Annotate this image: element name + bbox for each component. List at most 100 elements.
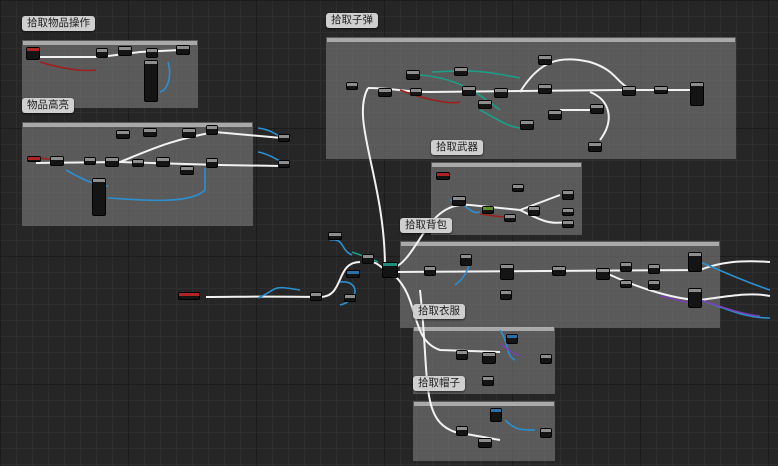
function-node[interactable]	[562, 220, 574, 228]
function-node[interactable]	[538, 84, 552, 94]
reroute-node[interactable]	[278, 160, 290, 168]
function-node[interactable]	[456, 426, 468, 436]
variable-node[interactable]	[346, 270, 360, 278]
function-node[interactable]	[482, 352, 496, 364]
function-node[interactable]	[504, 214, 516, 222]
comment-header-bar	[414, 402, 554, 406]
event-node[interactable]	[26, 47, 40, 60]
function-node[interactable]	[500, 290, 512, 300]
object-wire	[504, 419, 536, 431]
function-node[interactable]	[690, 82, 704, 106]
function-node[interactable]	[562, 190, 574, 200]
function-node[interactable]	[84, 157, 96, 165]
object-wire	[107, 168, 206, 202]
exec-wire	[519, 58, 629, 93]
function-node[interactable]	[540, 428, 552, 438]
function-node[interactable]	[548, 110, 562, 120]
function-node[interactable]	[494, 88, 508, 98]
exec-wire	[394, 275, 501, 353]
function-node[interactable]	[482, 206, 494, 214]
function-node[interactable]	[482, 376, 494, 386]
function-node[interactable]	[540, 354, 552, 364]
comment-box-pickup-ammo[interactable]	[326, 37, 736, 159]
exec-wire	[36, 49, 181, 58]
function-node[interactable]	[552, 266, 566, 276]
function-node[interactable]	[478, 100, 492, 109]
switch-node[interactable]	[382, 262, 398, 278]
event-node[interactable]	[178, 292, 200, 300]
function-node[interactable]	[105, 157, 119, 167]
function-node[interactable]	[588, 142, 602, 152]
function-node[interactable]	[146, 48, 158, 58]
function-node[interactable]	[424, 266, 436, 276]
exec-wire	[367, 87, 700, 94]
function-node[interactable]	[206, 125, 218, 135]
function-node[interactable]	[620, 280, 632, 288]
function-node[interactable]	[206, 158, 218, 168]
function-node[interactable]	[406, 70, 420, 80]
function-node[interactable]	[156, 157, 170, 167]
comment-box-item-highlight[interactable]	[22, 122, 253, 226]
comment-title-pickup-ammo[interactable]: 拾取子弹	[326, 13, 378, 28]
variable-node[interactable]	[490, 408, 502, 422]
comment-title-pickup-item-op[interactable]: 拾取物品操作	[22, 16, 95, 31]
comment-title-pickup-hat[interactable]: 拾取帽子	[413, 376, 465, 391]
function-node[interactable]	[462, 86, 476, 96]
function-node[interactable]	[378, 88, 392, 97]
function-node[interactable]	[454, 67, 468, 76]
comment-title-item-highlight[interactable]: 物品高亮	[22, 98, 74, 113]
function-node[interactable]	[310, 292, 322, 301]
function-node[interactable]	[460, 254, 472, 266]
function-node[interactable]	[346, 82, 358, 90]
function-node[interactable]	[176, 45, 190, 55]
function-node[interactable]	[96, 48, 108, 58]
function-node[interactable]	[182, 128, 196, 138]
function-node[interactable]	[116, 130, 130, 139]
function-node[interactable]	[92, 178, 106, 216]
comment-title-pickup-weapon[interactable]: 拾取武器	[431, 140, 483, 155]
function-node[interactable]	[688, 252, 702, 272]
function-node[interactable]	[590, 104, 604, 114]
function-node[interactable]	[180, 166, 194, 175]
function-node[interactable]	[144, 60, 158, 102]
bool-wire	[39, 61, 97, 72]
function-node[interactable]	[620, 262, 632, 272]
exec-wire	[519, 209, 566, 224]
function-node[interactable]	[500, 264, 514, 280]
function-node[interactable]	[648, 280, 660, 290]
struct-wire	[431, 70, 521, 79]
function-node[interactable]	[538, 55, 552, 65]
function-node[interactable]	[452, 196, 466, 206]
variable-node[interactable]	[506, 334, 518, 344]
function-node[interactable]	[478, 438, 492, 448]
function-node[interactable]	[362, 254, 374, 264]
function-node[interactable]	[654, 86, 668, 94]
function-node[interactable]	[456, 350, 468, 360]
function-node[interactable]	[622, 86, 636, 96]
function-node[interactable]	[512, 184, 524, 192]
function-node[interactable]	[562, 208, 574, 216]
comment-title-pickup-clothes[interactable]: 拾取衣服	[413, 304, 465, 319]
reroute-node[interactable]	[278, 134, 290, 142]
class-wire	[699, 299, 761, 317]
exec-wire	[419, 289, 501, 441]
function-node[interactable]	[520, 120, 534, 130]
exec-wire	[589, 91, 610, 141]
function-node[interactable]	[50, 156, 64, 166]
function-node[interactable]	[596, 268, 610, 280]
comment-box-pickup-hat[interactable]	[413, 401, 555, 461]
event-node[interactable]	[436, 172, 450, 180]
event-node[interactable]	[27, 156, 41, 162]
function-node[interactable]	[410, 88, 422, 96]
object-wire	[257, 286, 301, 299]
function-node[interactable]	[344, 294, 356, 302]
function-node[interactable]	[648, 264, 660, 274]
comment-title-pickup-backpack[interactable]: 拾取背包	[400, 218, 452, 233]
function-node[interactable]	[328, 232, 342, 240]
function-node[interactable]	[118, 46, 132, 56]
function-node[interactable]	[132, 159, 144, 167]
function-node[interactable]	[143, 128, 157, 137]
function-node[interactable]	[688, 288, 702, 308]
function-node[interactable]	[528, 206, 540, 216]
